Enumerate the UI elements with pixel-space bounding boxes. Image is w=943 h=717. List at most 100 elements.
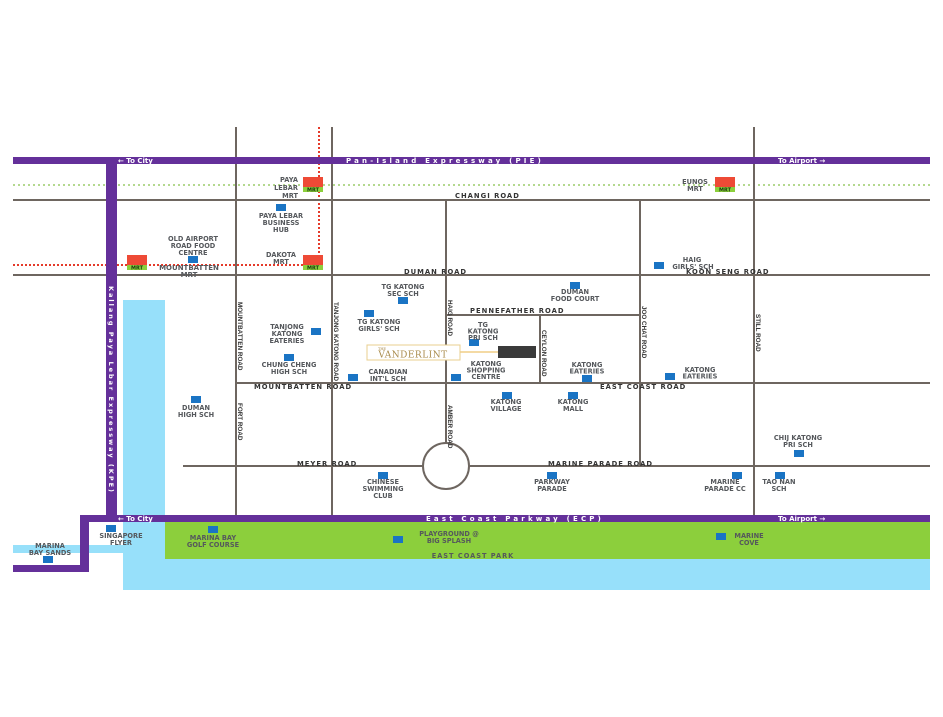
svg-text:MRT: MRT: [131, 266, 144, 272]
road-labels: CHANGI ROAD DUMAN ROAD KOON SENG ROAD PE…: [236, 192, 769, 468]
pie-to-airport: To Airport →: [778, 157, 825, 165]
ecp-spur: [80, 515, 89, 572]
duman-road-label: DUMAN ROAD: [404, 268, 467, 276]
meyer-road-label: MEYER ROAD: [297, 460, 357, 468]
project-vanderlint[interactable]: THE VANDERLINT: [366, 344, 536, 361]
roundabout: [422, 442, 470, 490]
marine-parade-road-label: MARINE PARADE ROAD: [548, 460, 653, 468]
kpe-expressway: [106, 157, 117, 521]
still-road-label: STILL ROAD: [754, 314, 761, 352]
tanjong-katong-road-label: TANJONG KATONG ROAD: [332, 302, 339, 382]
ecp-to-airport: To Airport →: [778, 515, 825, 523]
pennefather-road-label: PENNEFATHER ROAD: [470, 307, 565, 315]
sea-water: [123, 558, 930, 590]
mountbatten-road-v-label: MOUNTBATTEN ROAD: [236, 302, 243, 371]
roads: [13, 127, 930, 515]
ecp-parkway: [80, 515, 930, 522]
pie-label: Pan-Island Expressway (PIE): [346, 157, 544, 165]
haig-road-label: HAIG ROAD: [446, 300, 453, 336]
pie-expressway: [13, 157, 930, 164]
project-label-box: [366, 344, 461, 361]
project-name: VANDERLINT: [377, 351, 447, 361]
marina-bay-water: [13, 545, 123, 553]
ecp-spur-bottom: [13, 565, 89, 572]
project-site-marker: [498, 346, 536, 358]
place-big-splash[interactable]: PLAYGROUND @BIG SPLASH: [393, 530, 479, 545]
fort-road-label: FORT ROAD: [236, 403, 243, 441]
mountbatten-road-h-label: MOUNTBATTEN ROAD: [254, 383, 352, 391]
amber-road-label: AMBER ROAD: [446, 405, 453, 449]
kpe-label: Kallang Paya Lebar Expressway (KPE): [107, 286, 115, 494]
ecp-label: East Coast Parkway (ECP): [426, 515, 604, 523]
joo-chat-road-label: JOO CHAT ROAD: [640, 306, 647, 359]
east-coast-park-area: [165, 521, 930, 559]
changi-road-label: CHANGI ROAD: [455, 192, 520, 200]
svg-text:MRT: MRT: [719, 188, 732, 194]
ecp-to-city: ← To City: [118, 515, 153, 523]
east-coast-park-label: EAST COAST PARK: [432, 552, 515, 560]
ceylon-road-label: CEYLON ROAD: [540, 330, 547, 377]
east-coast-road-label: EAST COAST ROAD: [600, 383, 686, 391]
koon-seng-road-label: KOON SENG ROAD: [686, 268, 769, 276]
svg-text:PLAYGROUND @BIG SPLASH: PLAYGROUND @BIG SPLASH: [419, 530, 479, 545]
kallang-basin-water: [123, 300, 165, 590]
svg-text:MRT: MRT: [307, 266, 320, 272]
svg-text:MRT: MRT: [307, 188, 320, 194]
pie-to-city: ← To City: [118, 157, 153, 165]
train-icon: [715, 177, 735, 187]
